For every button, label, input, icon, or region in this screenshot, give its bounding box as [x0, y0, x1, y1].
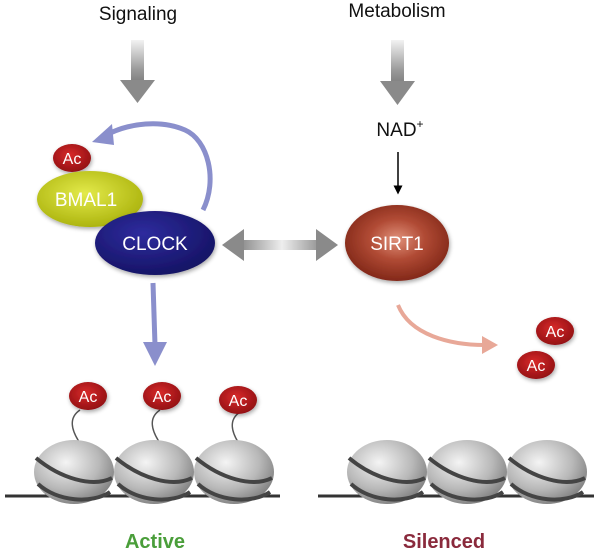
active-nucleosome-2	[114, 409, 194, 504]
active-nucleosome-1	[34, 409, 114, 504]
released-acetyl-group-2: Ac	[517, 351, 555, 379]
svg-text:SIRT1: SIRT1	[370, 234, 424, 255]
svg-text:Ac: Ac	[527, 358, 546, 375]
deacetylation-arrow	[396, 304, 498, 354]
clock-sirt1-interaction-arrow	[222, 229, 338, 261]
nad-label: NAD+	[376, 117, 423, 141]
bmal1-protein: BMAL1	[37, 171, 143, 227]
svg-text:Ac: Ac	[546, 324, 565, 341]
svg-text:Ac: Ac	[63, 151, 82, 168]
metabolism-arrow	[380, 40, 415, 105]
svg-text:BMAL1: BMAL1	[55, 190, 117, 211]
signaling-label: Signaling	[99, 4, 177, 25]
clock-to-chromatin-arrow	[143, 282, 167, 366]
feedback-arrow-head	[92, 124, 114, 145]
active-acetyl-group-2: Ac	[143, 382, 181, 410]
silenced-state-label: Silenced	[403, 531, 485, 553]
active-nucleosome-3	[194, 411, 274, 504]
svg-text:Ac: Ac	[79, 389, 98, 406]
bmal1-acetyl-group: Ac	[53, 144, 91, 172]
silenced-nucleosome-2	[427, 440, 507, 504]
active-state-label: Active	[125, 531, 185, 553]
active-acetyl-group-1: Ac	[69, 382, 107, 410]
silenced-nucleosome-1	[347, 440, 427, 504]
svg-text:CLOCK: CLOCK	[122, 234, 188, 255]
clock-feedback-arrow	[102, 121, 213, 212]
active-acetyl-group-3: Ac	[219, 386, 257, 414]
sirt1-protein: SIRT1	[345, 205, 449, 281]
signaling-arrow	[120, 40, 155, 103]
released-acetyl-group-1: Ac	[536, 317, 574, 345]
metabolism-label: Metabolism	[348, 1, 445, 22]
silenced-nucleosome-3	[507, 440, 587, 504]
svg-text:Ac: Ac	[229, 393, 248, 410]
svg-text:Ac: Ac	[153, 389, 172, 406]
clock-protein: CLOCK	[95, 211, 215, 275]
